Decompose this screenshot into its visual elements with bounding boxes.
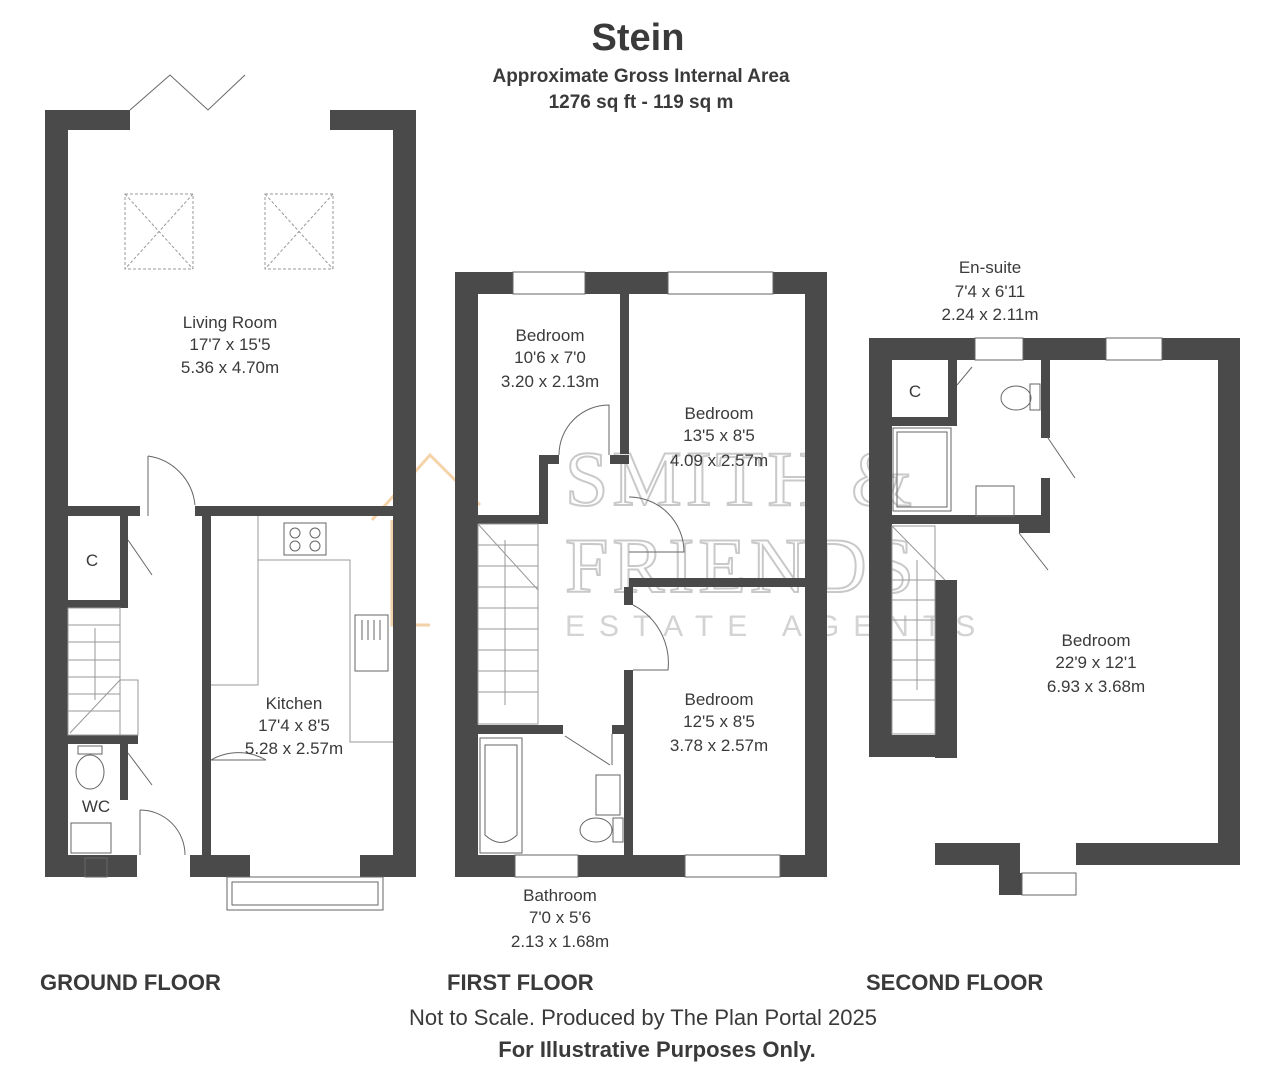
bathroom-metric: 2.13 x 1.68m: [511, 932, 609, 951]
watermark-line-1: SMITH &: [565, 435, 916, 522]
ground-floor-label: GROUND FLOOR: [40, 970, 221, 995]
ensuite-imperial: 7'4 x 6'11: [955, 282, 1025, 301]
ff-bedroom-front-imperial: 13'5 x 8'5: [683, 426, 755, 445]
first-floor-plan: Bedroom 10'6 x 7'0 3.20 x 2.13m Bedroom …: [455, 271, 827, 951]
second-floor-plan: En-suite 7'4 x 6'11 2.24 x 2.11m Bedroom…: [869, 258, 1240, 896]
ensuite-name: En-suite: [959, 258, 1021, 277]
ff-bedroom-rear-imperial: 12'5 x 8'5: [683, 712, 755, 731]
ff-bedroom-small-metric: 3.20 x 2.13m: [501, 372, 599, 391]
ff-bedroom-rear-name: Bedroom: [685, 690, 754, 709]
sf-bedroom-imperial: 22'9 x 12'1: [1055, 653, 1136, 672]
kitchen-name: Kitchen: [266, 694, 323, 713]
footer-disclaimer: For Illustrative Purposes Only.: [498, 1037, 815, 1062]
ground-floor-plan: Living Room 17'7 x 15'5 5.36 x 4.70m Kit…: [45, 74, 416, 911]
wc-label: WC: [82, 797, 110, 816]
watermark-line-3: ESTATE AGENTS: [565, 610, 989, 643]
sf-bedroom-name: Bedroom: [1062, 631, 1131, 650]
kitchen-metric: 5.28 x 2.57m: [245, 739, 343, 758]
ff-bedroom-small-name: Bedroom: [516, 326, 585, 345]
second-floor-label: SECOND FLOOR: [866, 970, 1043, 995]
kitchen-imperial: 17'4 x 8'5: [258, 716, 330, 735]
plan-title: Stein: [592, 17, 685, 59]
watermark-line-2: FRIENDS: [565, 522, 918, 609]
ff-bedroom-front-metric: 4.09 x 2.57m: [670, 451, 768, 470]
sf-cupboard-label: C: [909, 382, 921, 401]
ff-bedroom-small-imperial: 10'6 x 7'0: [514, 348, 586, 367]
footer-note: Not to Scale. Produced by The Plan Porta…: [409, 1005, 877, 1030]
ensuite-metric: 2.24 x 2.11m: [941, 305, 1038, 324]
bathroom-imperial: 7'0 x 5'6: [529, 908, 591, 927]
living-room-metric: 5.36 x 4.70m: [181, 358, 279, 377]
plan-area: 1276 sq ft - 119 sq m: [549, 92, 734, 113]
ff-bedroom-rear-metric: 3.78 x 2.57m: [670, 736, 768, 755]
gf-cupboard-label: C: [86, 551, 98, 570]
plan-subtitle: Approximate Gross Internal Area: [492, 66, 789, 87]
first-floor-label: FIRST FLOOR: [447, 970, 594, 995]
sf-bedroom-metric: 6.93 x 3.68m: [1047, 677, 1145, 696]
living-room-name: Living Room: [183, 313, 278, 332]
ff-bedroom-front-name: Bedroom: [685, 404, 754, 423]
living-room-imperial: 17'7 x 15'5: [189, 335, 270, 354]
bathroom-name: Bathroom: [523, 886, 597, 905]
